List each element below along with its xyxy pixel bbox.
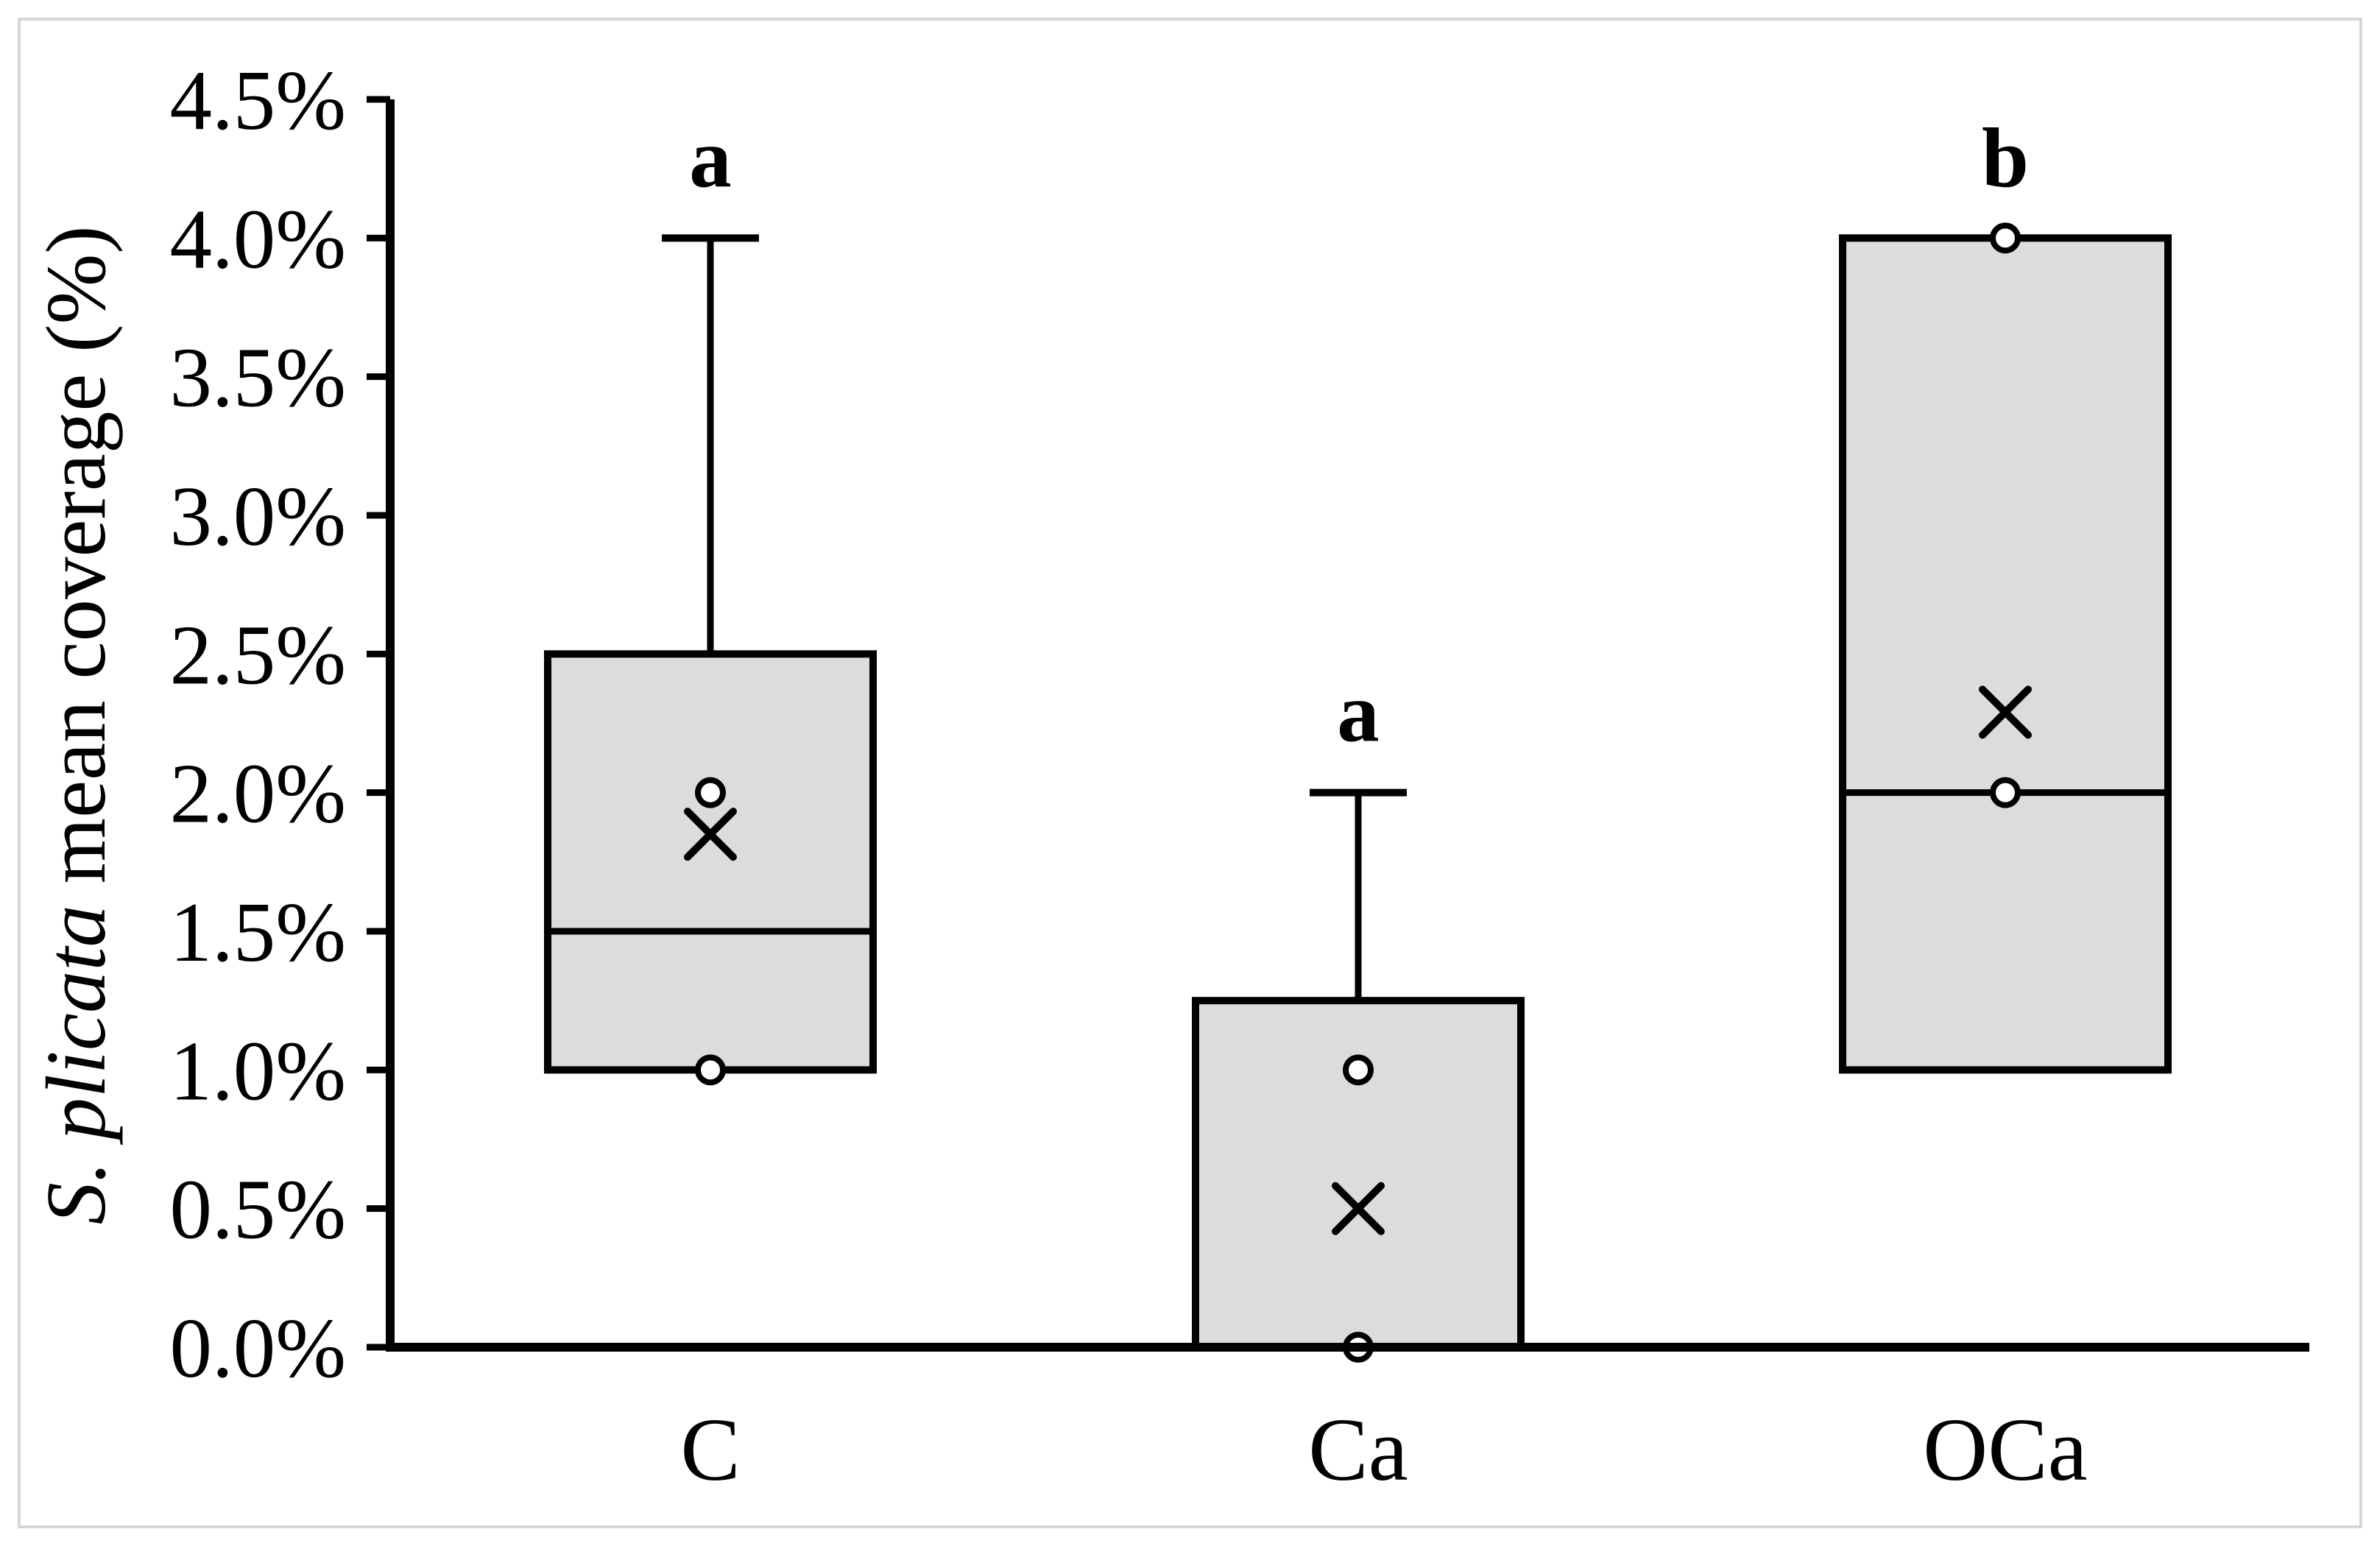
y-tick-label: 2.0% (169, 747, 346, 841)
box-C (544, 650, 877, 1074)
mean-x-marker-OCa (1979, 685, 2032, 739)
data-point-OCa-0 (1990, 222, 2021, 254)
y-tick-label: 2.5% (169, 608, 346, 702)
data-point-Ca-0 (1343, 1054, 1374, 1086)
sig-letter-OCa: b (1982, 111, 2029, 205)
data-point-C-0 (695, 777, 726, 808)
y-axis-title-rest: mean coverage (%) (29, 225, 123, 905)
mean-x-marker-Ca (1332, 1182, 1385, 1235)
axes-layer (367, 96, 2309, 1352)
y-axis-title: S. plicata mean coverage (%) (29, 225, 123, 1224)
sig-letter-C: a (689, 111, 732, 205)
y-tick-label: 1.0% (169, 1024, 346, 1118)
series-layer (544, 222, 2172, 1363)
y-tick-label: 0.0% (169, 1302, 346, 1395)
figure-border (18, 18, 2362, 1528)
x-category-label-OCa: OCa (1923, 1400, 2088, 1500)
sig-letter-Ca: a (1337, 666, 1380, 760)
y-tick-label: 4.5% (169, 54, 346, 147)
box-Ca (1192, 997, 1525, 1351)
text-layer: 0.0% 0.5% 1.0% 1.5% 2.0% 2.5% 3.0% 3.5% 4.0% 4.5%… (29, 54, 2088, 1500)
data-point-C-1 (695, 1054, 726, 1086)
x-category-label-C: C (680, 1400, 740, 1500)
data-point-OCa-1 (1990, 777, 2021, 808)
y-tick-label: 4.0% (169, 192, 346, 286)
mean-x-marker-C (684, 808, 737, 861)
y-tick-label: 3.0% (169, 470, 346, 563)
y-axis-title-species: S. plicata (29, 905, 123, 1224)
x-category-label-Ca: Ca (1308, 1400, 1408, 1500)
box-OCa (1839, 234, 2172, 1074)
y-tick-label: 0.5% (169, 1163, 346, 1257)
y-tick-label: 1.5% (169, 886, 346, 979)
y-tick-label: 3.5% (169, 331, 346, 425)
